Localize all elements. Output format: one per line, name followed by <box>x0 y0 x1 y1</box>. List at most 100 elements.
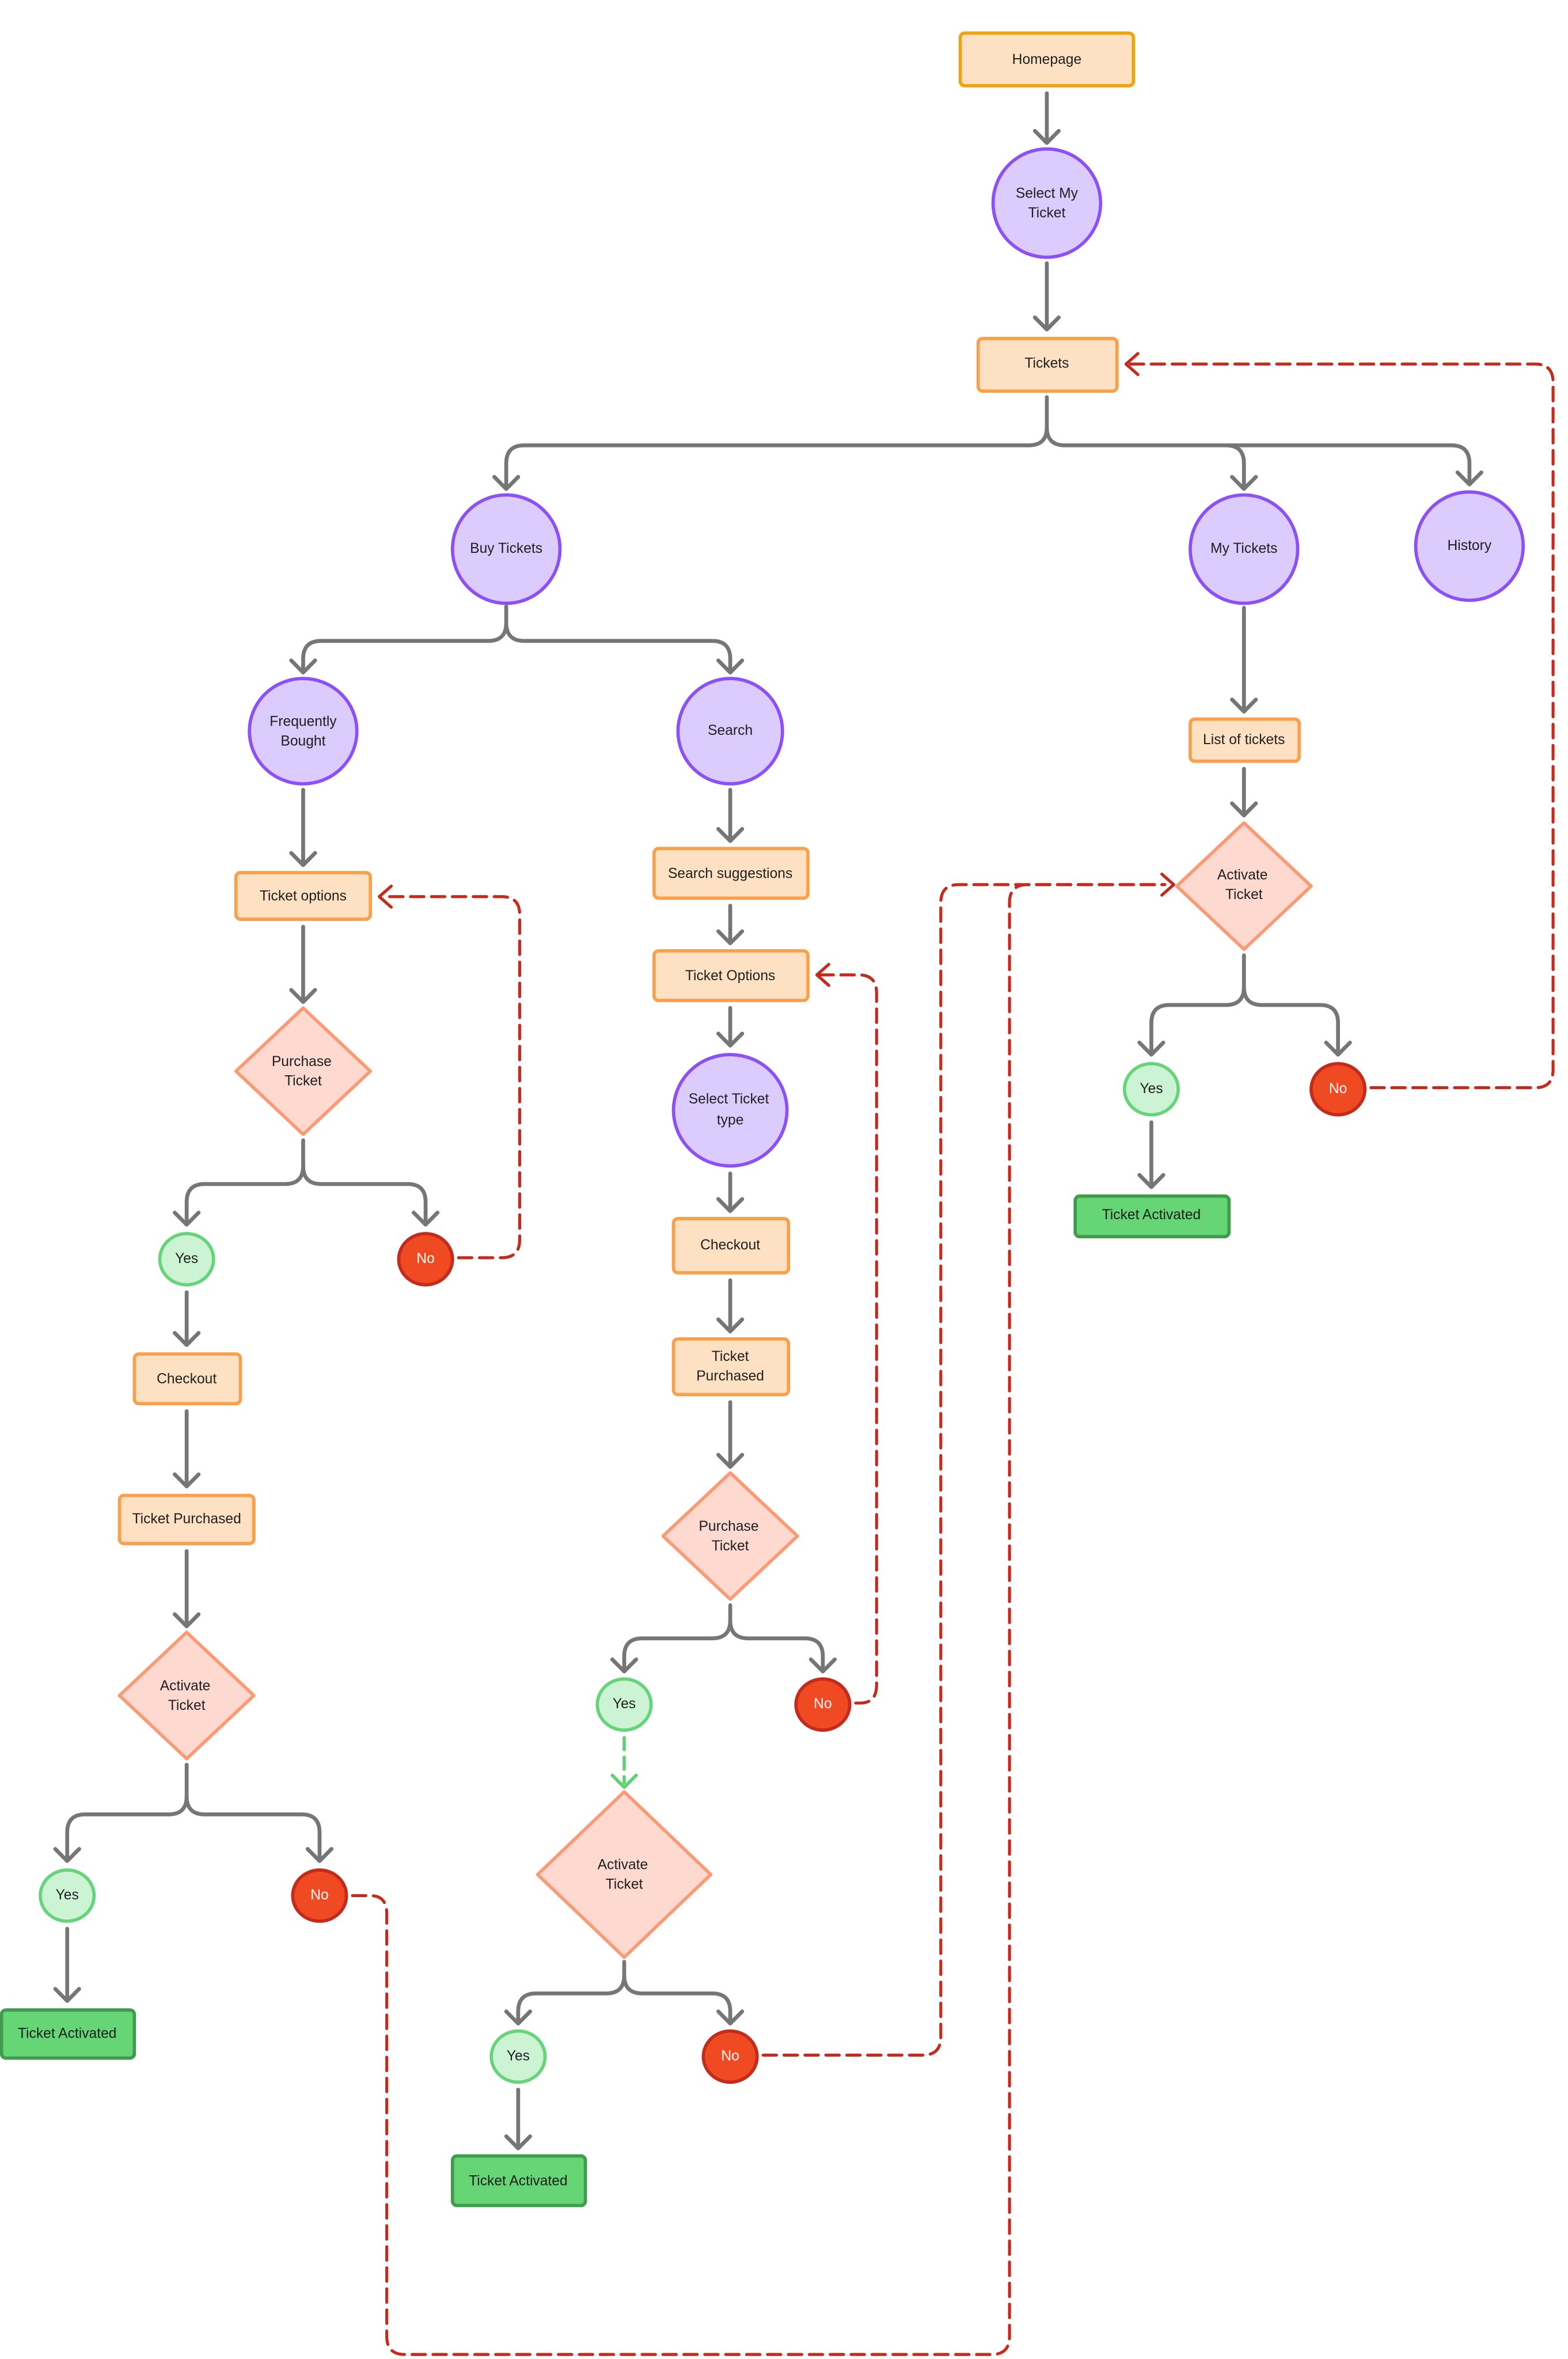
arrowhead-icon <box>808 1657 837 1674</box>
node-fb-no[interactable]: No <box>397 1232 454 1287</box>
edge-s-activate-no <box>622 1973 732 2024</box>
node-label-line1: Activate <box>1217 867 1268 883</box>
node-mt-yes[interactable]: Yes <box>1122 1061 1180 1117</box>
node-label: Yes <box>613 1696 636 1712</box>
node-label-line2: Ticket <box>1225 887 1263 902</box>
node-label: History <box>1448 538 1492 553</box>
node-label: Yes <box>56 1887 79 1903</box>
node-fb-activate-ticket[interactable]: Activate Ticket <box>117 1630 256 1761</box>
node-history[interactable]: History <box>1414 490 1525 602</box>
node-label-line1: Purchase <box>699 1519 759 1534</box>
node-label: Ticket Options <box>685 968 776 984</box>
node-fb-ticket-options[interactable]: Ticket options <box>234 871 372 921</box>
node-s-purchase-ticket[interactable]: Purchase Ticket <box>661 1471 799 1601</box>
node-s-ticket-activated[interactable]: Ticket Activated <box>450 2154 587 2208</box>
arrowhead-icon <box>1324 1040 1352 1057</box>
node-s-act-yes[interactable]: Yes <box>489 2029 547 2084</box>
node-frequently-bought[interactable]: Frequently Bought <box>248 677 359 786</box>
node-search[interactable]: Search <box>676 677 784 786</box>
node-fb-purchase-ticket[interactable]: Purchase Ticket <box>234 1006 372 1136</box>
feedback-edge-mt-no-tickets <box>1127 362 1555 1090</box>
arrowhead-icon <box>1032 128 1061 145</box>
arrowhead-icon <box>289 988 317 1004</box>
feedback-connectors <box>351 352 1555 2356</box>
arrowhead-icon <box>716 1197 745 1213</box>
arrowhead-icon <box>1230 697 1258 714</box>
arrowhead-icon <box>1230 801 1258 818</box>
arrowhead-icon <box>1455 470 1483 487</box>
node-tickets[interactable]: Tickets <box>976 336 1119 393</box>
arrowhead-icon <box>716 2009 745 2026</box>
node-mt-ticket-activated[interactable]: Ticket Activated <box>1073 1194 1231 1239</box>
edge-mt-activate-no <box>1242 985 1340 1055</box>
node-label-line1: Purchase <box>272 1054 332 1069</box>
arrowhead-icon <box>504 2134 533 2151</box>
node-label-line1: Activate <box>598 1857 648 1873</box>
node-s-act-no[interactable]: No <box>701 2029 759 2084</box>
node-mt-list-of-tickets[interactable]: List of tickets <box>1189 717 1301 763</box>
node-label: Homepage <box>1012 52 1081 67</box>
arrowhead-icon <box>716 826 745 843</box>
arrowhead-icon <box>716 929 745 946</box>
node-mt-no[interactable]: No <box>1309 1061 1367 1117</box>
node-label: Yes <box>507 2048 530 2064</box>
node-s-checkout[interactable]: Checkout <box>671 1217 791 1275</box>
arrowhead-icon <box>53 1986 81 2003</box>
node-s-yes[interactable]: Yes <box>595 1677 653 1732</box>
arrowhead-icon <box>716 658 745 675</box>
node-label: Tickets <box>1024 356 1069 371</box>
node-mt-activate-ticket[interactable]: Activate Ticket <box>1175 821 1313 951</box>
node-label: Search <box>708 723 753 738</box>
node-fb-act-yes[interactable]: Yes <box>39 1868 96 1923</box>
node-fb-act-no[interactable]: No <box>291 1868 348 1923</box>
edge-tickets-buy <box>504 395 1049 490</box>
arrowhead-icon <box>378 884 393 909</box>
node-label-line2: type <box>717 1113 744 1128</box>
node-fb-ticket-activated[interactable]: Ticket Activated <box>0 2008 136 2060</box>
arrowhead-icon <box>610 1773 638 1789</box>
node-label: No <box>416 1251 434 1266</box>
node-buy-tickets[interactable]: Buy Tickets <box>450 493 562 605</box>
arrowhead-icon <box>610 1657 639 1674</box>
edge-buy-search <box>504 621 732 673</box>
arrowhead-icon <box>53 1847 81 1863</box>
node-label: Search suggestions <box>668 866 792 881</box>
node-label: Buy Tickets <box>470 541 542 556</box>
edge-s-purchase-no <box>728 1618 825 1672</box>
arrowhead-icon <box>1230 475 1258 491</box>
node-fb-ticket-purchased[interactable]: Ticket Purchased <box>117 1493 256 1546</box>
node-label-line1: Select My <box>1016 185 1079 201</box>
node-label-line1: Select Ticket <box>689 1091 769 1107</box>
node-select-my-ticket[interactable]: Select My Ticket <box>991 147 1103 259</box>
node-label: No <box>1329 1081 1347 1097</box>
node-s-ticket-purchased[interactable]: Ticket Purchased <box>671 1337 791 1397</box>
node-my-tickets[interactable]: My Tickets <box>1189 493 1300 605</box>
node-label-line2: Bought <box>280 733 325 749</box>
edge-fb-purchase-no <box>301 1164 428 1226</box>
node-label-line1: Ticket <box>712 1349 749 1364</box>
arrowhead-icon <box>1137 1040 1165 1057</box>
node-label: Yes <box>1140 1081 1163 1097</box>
node-s-activate-ticket[interactable]: Activate Ticket <box>536 1790 713 1959</box>
node-s-search-suggestions[interactable]: Search suggestions <box>652 847 810 900</box>
node-label: Ticket Purchased <box>132 1511 241 1527</box>
arrowhead-icon <box>305 1847 334 1863</box>
edge-fb-activate-yes <box>65 1762 189 1862</box>
edge-buy-frequently <box>301 604 508 673</box>
node-label: Checkout <box>157 1371 217 1387</box>
node-label: No <box>814 1696 832 1712</box>
node-s-select-ticket-type[interactable]: Select Ticket type <box>671 1053 789 1168</box>
node-label-line2: Ticket <box>284 1074 322 1089</box>
node-fb-checkout[interactable]: Checkout <box>132 1352 242 1406</box>
node-label: No <box>310 1887 328 1903</box>
arrowhead-icon <box>815 962 830 987</box>
node-s-no[interactable]: No <box>794 1677 852 1732</box>
node-label: Checkout <box>700 1237 760 1253</box>
arrowhead-icon <box>1032 315 1061 332</box>
nodes: Homepage Select My Ticket Tickets Buy Ti… <box>0 31 1525 2208</box>
node-label: Ticket options <box>260 888 347 904</box>
node-homepage[interactable]: Homepage <box>958 31 1136 88</box>
node-fb-yes[interactable]: Yes <box>158 1232 215 1287</box>
node-s-ticket-options[interactable]: Ticket Options <box>652 949 810 1003</box>
feedback-edge-fb-no-options <box>381 895 522 1260</box>
